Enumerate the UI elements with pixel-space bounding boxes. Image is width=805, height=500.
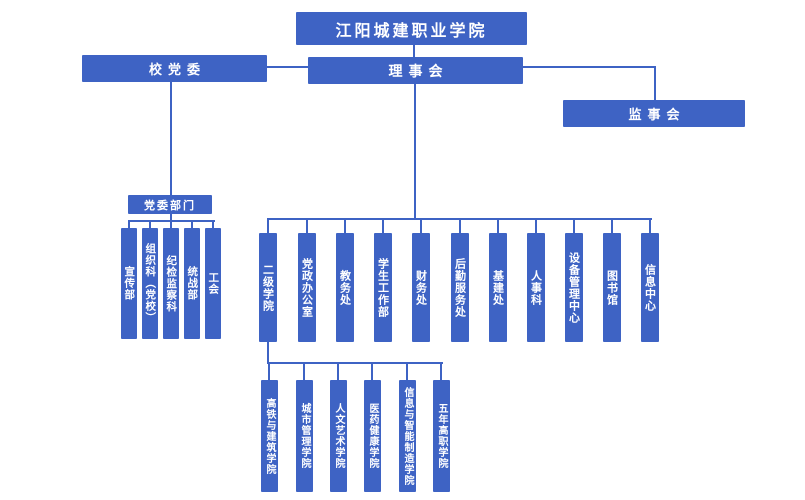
council-dept-stub-connector	[267, 219, 269, 233]
council-to-supervisors-connector-h	[522, 66, 656, 68]
party-dept-box: 宣传部	[121, 228, 137, 339]
council-dept-box: 信息中心	[641, 233, 659, 342]
council-dept-stub-connector	[420, 219, 422, 233]
party-committee-drop-connector	[170, 81, 172, 196]
party-committee-label: 校党委	[148, 63, 206, 78]
party-dept-stub-connector	[212, 221, 214, 228]
council-dept-box: 党政办公室	[298, 233, 316, 342]
party-dept-stub-connector	[170, 221, 172, 228]
college-stub-connector	[440, 363, 442, 380]
party-dept-stub-connector	[149, 221, 151, 228]
college-box: 医药健康学院	[363, 380, 381, 492]
council-dept-stub-connector	[306, 219, 308, 233]
council-dept-box: 财务处	[412, 233, 430, 342]
colleges-drop-connector	[267, 342, 269, 363]
council-dept-stub-connector	[382, 219, 384, 233]
council-dept-stub-connector	[497, 219, 499, 233]
party-header-drop-connector	[170, 213, 172, 221]
college-box: 城市管理学院	[295, 380, 313, 492]
council-dept-box: 后勤服务处	[451, 233, 469, 342]
council-dept-stub-connector	[611, 219, 613, 233]
party-committee-box: 校党委	[82, 55, 267, 82]
college-stub-connector	[303, 363, 305, 380]
college-stub-connector	[371, 363, 373, 380]
party-dept-stub-connector	[128, 221, 130, 228]
colleges-connector-h	[267, 362, 443, 364]
supervisors-label: 监事会	[628, 108, 686, 123]
party-dept-box: 组织科（党校）	[142, 228, 158, 339]
council-dept-stub-connector	[535, 219, 537, 233]
party-departments-header-box: 党委部门	[128, 195, 212, 214]
root-title-label: 江阳城建职业学院	[335, 20, 488, 40]
council-dept-box: 二级学院	[259, 233, 277, 342]
college-stub-connector	[406, 363, 408, 380]
supervisors-box: 监事会	[563, 100, 745, 127]
council-dept-box: 教务处	[336, 233, 354, 342]
party-departments-header-label: 党委部门	[144, 198, 196, 212]
party-dept-box: 纪检监察科	[163, 228, 179, 339]
council-label: 理事会	[388, 63, 449, 80]
council-dept-box: 设备管理中心	[565, 233, 583, 342]
council-dept-stub-connector	[344, 219, 346, 233]
title-to-council-connector	[413, 45, 415, 59]
council-dept-box: 图书馆	[603, 233, 621, 342]
college-box: 高铁与建筑学院	[260, 380, 278, 492]
council-dept-box: 人事科	[527, 233, 545, 342]
council-drop-connector	[414, 83, 416, 219]
party-dept-box: 工会	[205, 228, 221, 339]
council-dept-stub-connector	[459, 219, 461, 233]
party-dept-stub-connector	[191, 221, 193, 228]
council-dept-box: 基建处	[489, 233, 507, 342]
council-dept-stub-connector	[573, 219, 575, 233]
council-dept-stub-connector	[649, 219, 651, 233]
root-title-box: 江阳城建职业学院	[296, 12, 527, 45]
council-to-supervisors-connector-v	[654, 66, 656, 101]
council-box: 理事会	[308, 57, 523, 84]
party-committee-to-council-connector	[266, 66, 309, 68]
party-dept-box: 统战部	[184, 228, 200, 339]
council-dept-box: 学生工作部	[374, 233, 392, 342]
college-stub-connector	[337, 363, 339, 380]
college-stub-connector	[268, 363, 270, 380]
college-box: 信息与智能制造学院	[398, 380, 416, 492]
college-box: 人文艺术学院	[329, 380, 347, 492]
college-box: 五年高职学院	[432, 380, 450, 492]
